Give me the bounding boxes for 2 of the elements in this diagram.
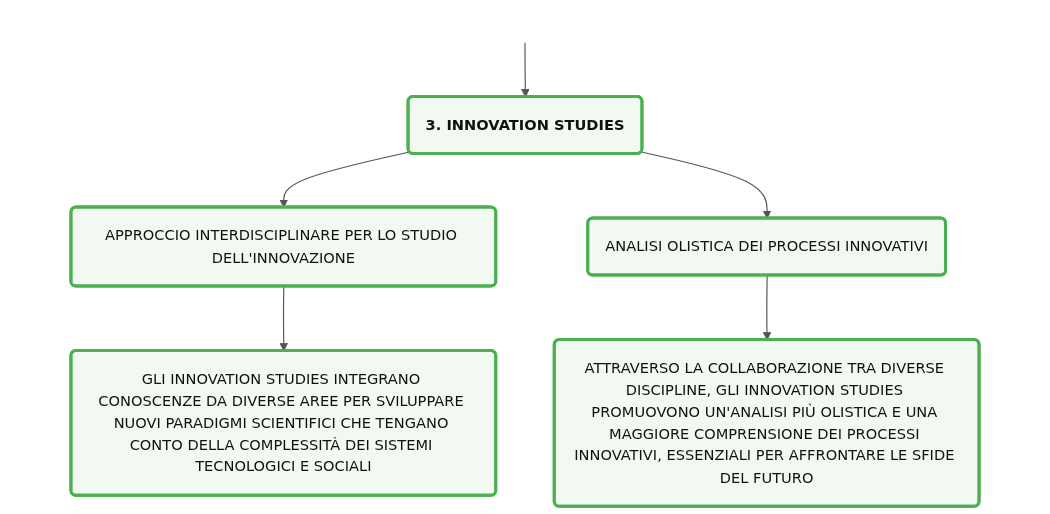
arrow [279,151,411,208]
arrow [640,151,772,219]
